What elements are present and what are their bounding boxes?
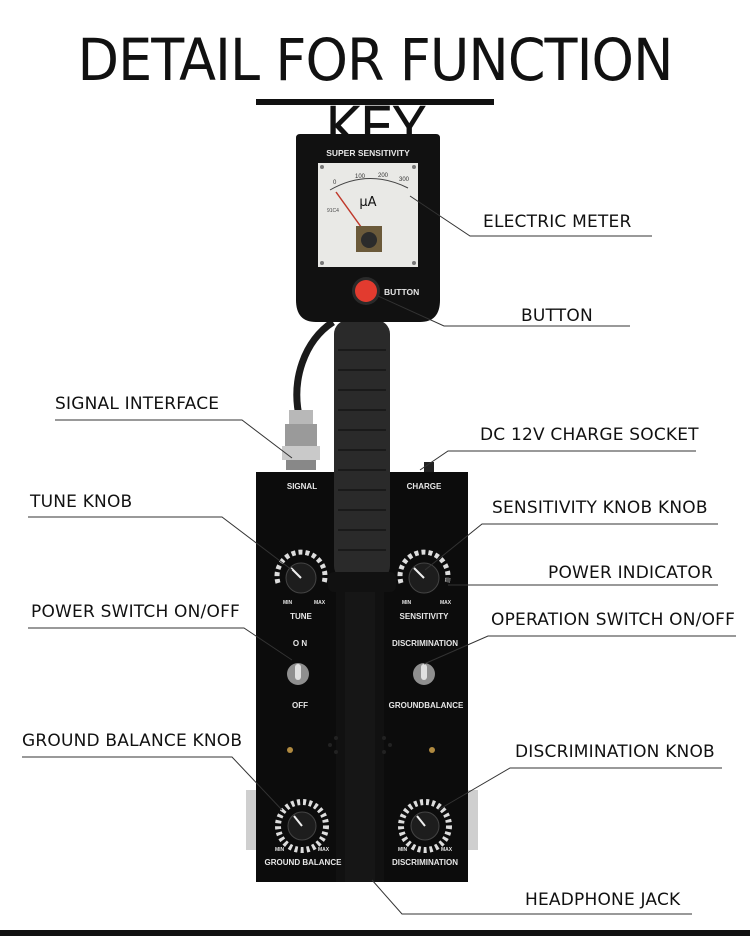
label-headphone-jack: HEADPHONE JACK [525,890,681,910]
label-power-switch: POWER SWITCH ON/OFF [31,602,241,622]
label-ground-balance-knob: GROUND BALANCE KNOB [22,731,243,751]
sens-max: MAX [440,600,452,606]
label-signal-interface: SIGNAL INTERFACE [55,394,220,414]
sens-min: MIN [402,600,412,606]
discrimination-bottom-text: DISCRIMINATION [392,858,458,867]
power-indicator-led [445,577,451,583]
page-title: DETAIL FOR FUNCTION KEY [77,26,673,162]
sensitivity-text: SENSITIVITY [400,612,450,621]
discrimination-text: DISCRIMINATION [392,639,458,648]
speaker-grille [328,736,392,754]
meter-scale-200: 200 [378,173,389,179]
tune-min: MIN [283,600,293,606]
meter-scale-0: 0 [333,180,337,186]
label-electric-meter: ELECTRIC METER [483,212,632,232]
button-text: BUTTON [384,287,419,297]
tune-max: MAX [314,600,326,606]
red-push-button [355,280,377,302]
meter-scale-300: 300 [399,177,410,183]
disc-min: MIN [398,847,408,853]
label-button: BUTTON [521,306,593,326]
meter-header-text: SUPER SENSITIVITY [326,148,410,158]
label-power-indicator: POWER INDICATOR [548,563,713,583]
gb-min: MIN [275,847,285,853]
signal-text: SIGNAL [287,482,317,491]
meter-model: 91C4 [327,208,339,214]
ground-balance-text: GROUND BALANCE [265,858,343,867]
off-text: OFF [292,701,308,710]
discrimination-knob-icon [398,799,452,853]
meter-scale-100: 100 [355,174,366,180]
label-discrimination-knob: DISCRIMINATION KNOB [515,742,715,762]
tune-knob-icon [274,549,328,594]
tune-text: TUNE [290,612,312,621]
title-underline [256,99,494,105]
signal-cable [293,319,336,421]
ground-balance-knob-icon [275,799,329,853]
sensitivity-knob-icon [397,549,451,594]
signal-connector-icon [282,410,320,470]
on-text: O N [293,639,307,648]
meter-unit: μA [359,195,376,210]
label-dc-charge-socket: DC 12V CHARGE SOCKET [480,425,699,445]
label-sensitivity-knob: SENSITIVITY KNOB KNOB [492,498,708,518]
charge-text: CHARGE [407,482,442,491]
groundbalance-text: GROUNDBALANCE [389,701,464,710]
label-operation-switch: OPERATION SWITCH ON/OFF [491,610,736,630]
leader-lines [22,195,736,915]
gb-max: MAX [318,847,330,853]
disc-max: MAX [441,847,453,853]
label-tune-knob: TUNE KNOB [30,492,133,512]
charge-socket [424,462,434,472]
